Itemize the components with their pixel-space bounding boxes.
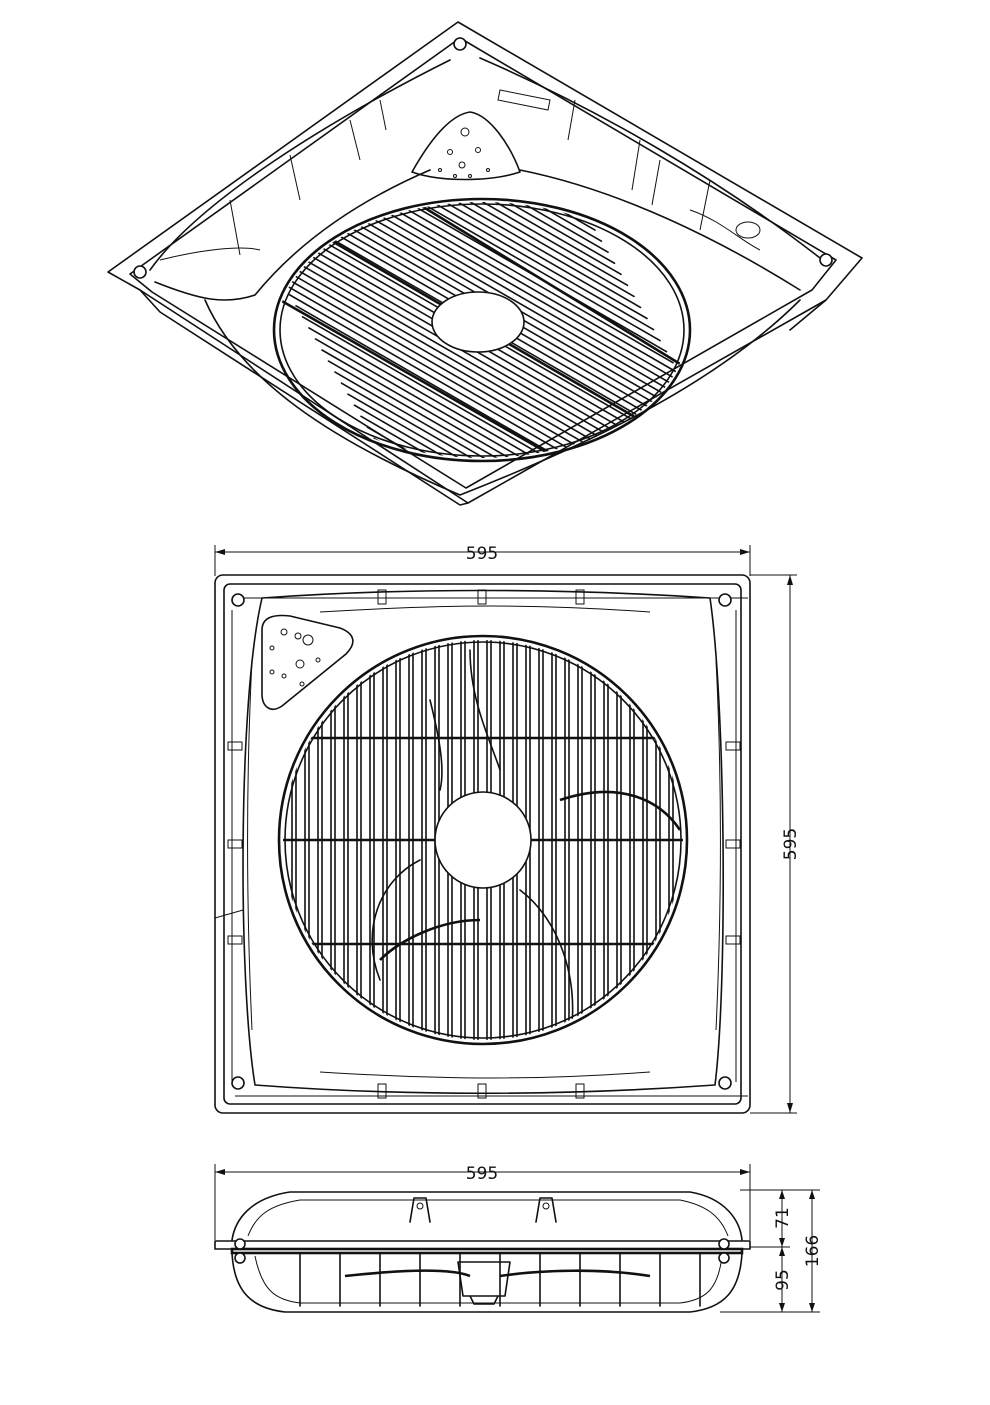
top-corner-screws [231, 593, 732, 1090]
grille-bar [277, 202, 622, 276]
top-outer-frame [214, 574, 751, 1114]
iso-grille-ring [272, 197, 692, 463]
grille-bar [301, 316, 687, 458]
iso-corner-screws [133, 37, 833, 279]
iso-inner-wall-left [149, 59, 451, 271]
side-view: 595 71 95 166 [214, 1164, 823, 1313]
side-top-dome [231, 1191, 743, 1241]
iso-control-panel [411, 111, 521, 181]
top-inner-frame [223, 583, 742, 1105]
side-bottom-inner [254, 1255, 723, 1304]
side-top-inner [247, 1199, 729, 1237]
grille-bar [277, 202, 687, 397]
side-motor [457, 1261, 511, 1305]
side-bottom-body [231, 1252, 743, 1313]
grille-bar [277, 202, 635, 298]
iso-body-right [519, 169, 801, 291]
side-bottom-height-label: 95 [773, 1269, 793, 1291]
grille-bar [277, 202, 687, 386]
side-grille-rim [230, 1247, 744, 1255]
grille-bar [277, 202, 661, 342]
side-grille-bars [299, 1252, 701, 1307]
top-body-inner-outline [247, 605, 721, 1079]
iso-inner-wall-right [479, 57, 821, 259]
grille-bar [277, 202, 642, 309]
grille-bar [308, 327, 687, 458]
grille-bar [321, 349, 687, 458]
side-top-height-label: 71 [773, 1207, 793, 1229]
grille-bar [277, 202, 596, 231]
grille-bar [277, 202, 681, 375]
grille-bar [347, 393, 687, 458]
grille-bar [277, 202, 687, 430]
top-leader-line [214, 909, 244, 919]
grille-bar [277, 202, 655, 331]
grille-bar [340, 382, 687, 458]
grille-bar [277, 202, 674, 364]
side-mount-brackets [409, 1197, 557, 1223]
side-fan-blade [344, 1269, 651, 1278]
grille-bar [277, 260, 687, 458]
grille-bar [277, 238, 687, 458]
grille-bar [277, 202, 590, 220]
iso-panel-holes [438, 127, 490, 178]
top-panel-holes [269, 628, 321, 687]
grille-bar [277, 216, 687, 458]
grille-bar [277, 202, 687, 441]
grille-bar [277, 249, 687, 458]
iso-body-left [154, 169, 431, 301]
grille-bar [327, 360, 687, 458]
top-rail-clips [227, 589, 741, 1099]
grille-bar [282, 282, 687, 458]
top-width-label: 595 [466, 544, 498, 564]
top-body-outline [242, 589, 725, 1095]
grille-bar [277, 202, 687, 408]
grille-bar [353, 404, 687, 458]
grille-bar [314, 338, 687, 458]
iso-frame-inner-edge [129, 37, 837, 489]
grille-bar [277, 202, 629, 287]
grille-bar [277, 271, 687, 458]
top-rails [231, 597, 748, 1097]
top-hub [434, 791, 532, 889]
top-grille-ring [277, 634, 689, 1046]
grille-bar [277, 227, 687, 458]
side-total-height-label: 166 [803, 1235, 823, 1267]
side-corner-screws [234, 1238, 730, 1264]
grille-bar [277, 202, 648, 320]
top-view: 595 595 [214, 544, 801, 1114]
iso-frame-underside [139, 289, 827, 506]
top-height-label: 595 [781, 828, 801, 860]
side-width-label: 595 [466, 1164, 498, 1184]
grille-bar [334, 371, 687, 458]
side-bracket-hole-right [542, 1202, 550, 1210]
grille-bar [277, 202, 616, 265]
side-bracket-hole-left [416, 1202, 424, 1210]
iso-hub [431, 291, 525, 353]
grille-bar [277, 202, 687, 419]
grille-bar [277, 202, 603, 242]
iso-body-bottom [204, 299, 801, 496]
iso-ribs [159, 89, 761, 261]
top-control-panel [261, 614, 354, 710]
grille-bar [366, 426, 687, 458]
grille-bar [288, 293, 687, 458]
iso-outer-frame [107, 21, 863, 504]
